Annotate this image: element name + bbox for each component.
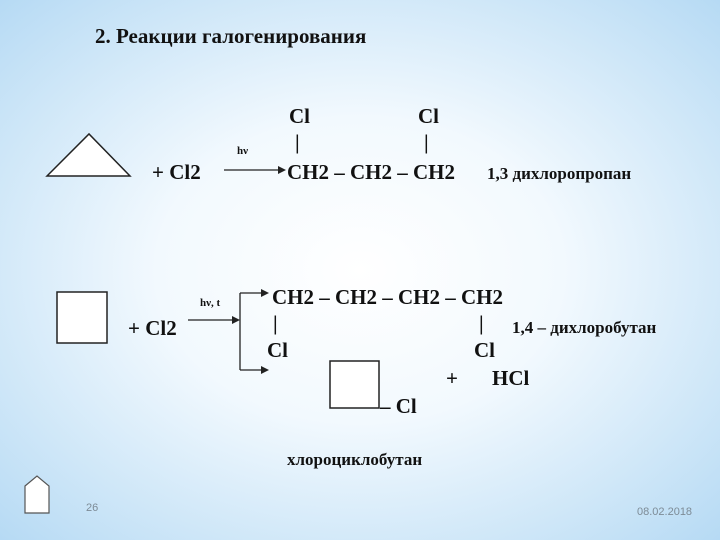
bond-left-1: | (295, 130, 300, 154)
condition-hv-1: hν (237, 145, 249, 157)
product-name-1: 1,3 дихлоропропан (487, 164, 632, 183)
butane-chain: CH2 – CH2 – CH2 – CH2 (272, 285, 503, 309)
chlorine-right-2: Cl (474, 338, 495, 362)
branch-arrows (239, 289, 269, 374)
ring-chlorine-substituent: – Cl (380, 394, 417, 418)
reagent-cl2-2: + Cl2 (128, 316, 177, 340)
reagent-cl2-1: + Cl2 (152, 160, 201, 184)
home-icon[interactable] (24, 475, 50, 514)
bond-left-2: | (273, 311, 278, 335)
plus-sign: + (446, 366, 458, 390)
slide-title: 2. Реакции галогенирования (95, 24, 367, 48)
propane-chain: CH2 – CH2 – CH2 (287, 160, 455, 184)
condition-hv-t: hν, t (200, 297, 221, 309)
reaction-arrow-1 (224, 166, 286, 174)
reaction-arrow-2 (188, 316, 240, 324)
page-number: 26 (86, 502, 99, 514)
chlorine-left-2: Cl (267, 338, 288, 362)
slide-date: 08.02.2018 (637, 506, 693, 518)
chlorine-left-1: Cl (289, 104, 310, 128)
cyclopropane-triangle (45, 132, 132, 177)
cyclobutane-square (56, 291, 108, 344)
alt-product-name: хлороциклобутан (287, 450, 423, 469)
bond-right-2: | (479, 311, 484, 335)
chlorocyclobutane-square (329, 360, 380, 409)
hydrogen-chloride: HCl (492, 366, 530, 390)
bond-right-1: | (424, 130, 429, 154)
chlorine-right-1: Cl (418, 104, 439, 128)
product-name-2: 1,4 – дихлоробутан (512, 318, 657, 337)
